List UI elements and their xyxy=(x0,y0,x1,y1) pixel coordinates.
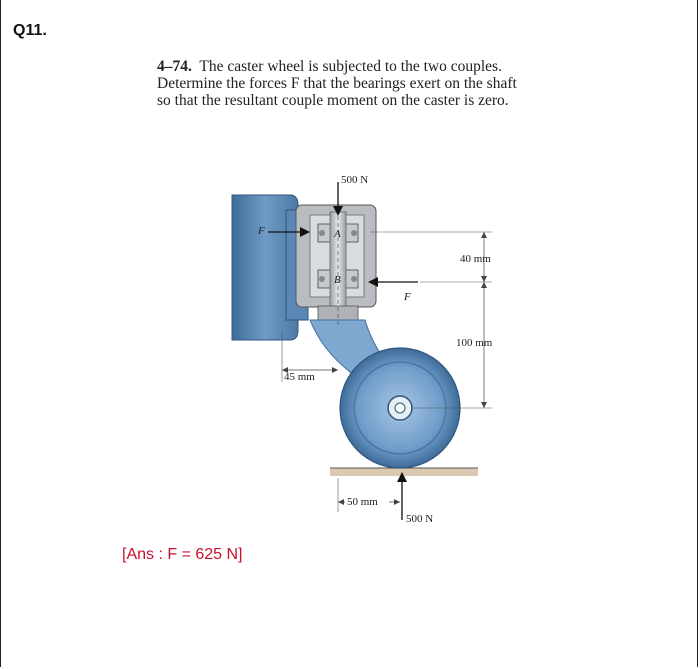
force-left-arrowhead xyxy=(300,227,310,237)
wheel-axle xyxy=(394,402,406,414)
question-number: Q11. xyxy=(13,22,47,39)
force-left-label: F xyxy=(257,225,265,237)
ground xyxy=(330,468,478,476)
problem-line-3: so that the resultant couple moment on t… xyxy=(157,92,509,109)
force-right-arrowhead xyxy=(368,277,378,287)
answer-text: [Ans : F = 625 N] xyxy=(122,546,243,563)
dim-40-label: 40 mm xyxy=(460,253,491,265)
force-bottom-arrowhead xyxy=(397,472,407,482)
dim-50-label: 50 mm xyxy=(347,496,378,508)
force-right-label: F xyxy=(403,291,411,303)
problem-statement: 4–74. The caster wheel is subjected to t… xyxy=(157,58,597,109)
problem-line-1: 4–74. The caster wheel is subjected to t… xyxy=(157,58,502,75)
dim-100-label: 100 mm xyxy=(456,337,493,349)
bearing-a-label: A xyxy=(333,228,341,240)
problem-line-2: Determine the forces F that the bearings… xyxy=(157,75,517,92)
bearing-b-label: B xyxy=(334,274,341,286)
force-top-label: 500 N xyxy=(341,174,368,186)
force-top-arrowhead xyxy=(333,206,343,216)
problem-number: 4–74. xyxy=(157,58,192,75)
force-bottom-label: 500 N xyxy=(406,513,433,525)
dim-45-label: 45 mm xyxy=(284,371,315,383)
wall-mount xyxy=(231,194,299,341)
